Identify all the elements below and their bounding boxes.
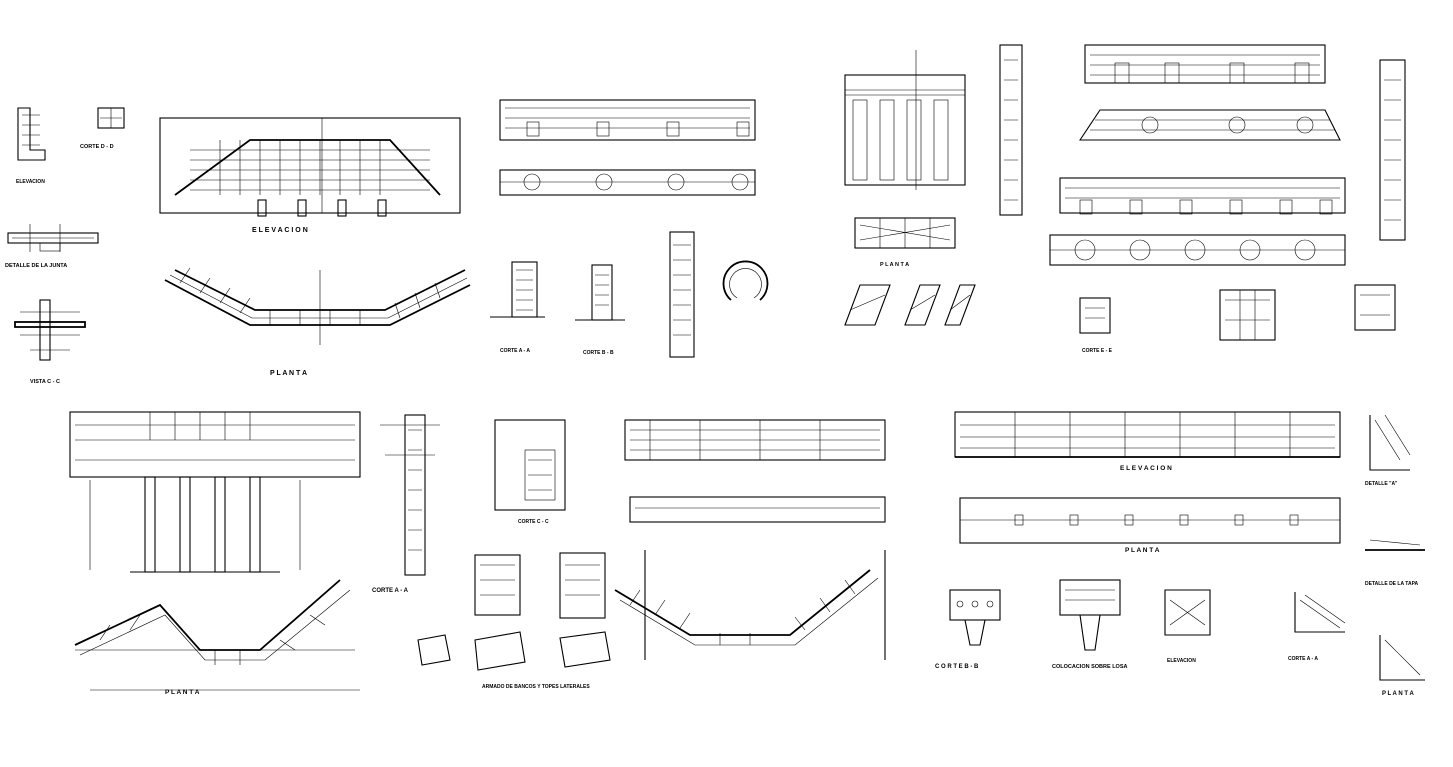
detalle-a-and-tapa: DETALLE "A" DETALLE DE LA TAPA (1365, 414, 1425, 587)
elevacion-right-title: E L E V A C I O N (1120, 465, 1172, 472)
planta-right-title: P L A N T A (1125, 547, 1160, 554)
armado-bancos-title: ARMADO DE BANCOS Y TOPES LATERALES (482, 684, 590, 690)
planta-far-right-title: P L A N T A (1382, 691, 1414, 697)
planta-top-drawing: P L A N T A (164, 267, 471, 377)
colocacion-losa-title: COLOCACION SOBRE LOSA (1052, 664, 1128, 670)
corte-d-d-title: CORTE D - D (80, 144, 114, 150)
small-cortes-right-top: CORTE E - E (1079, 284, 1396, 354)
detalle-junta-title: DETALLE DE LA JUNTA (5, 263, 67, 269)
corte-e-e-title: CORTE E - E (1082, 348, 1113, 354)
corte-b-b-right-title: C O R T E B - B (935, 664, 979, 670)
corte-d-d-detail: CORTE D - D ELEVACION (16, 107, 125, 185)
v-planta-bottom-center (614, 550, 886, 660)
beam-elevation-top-center (499, 99, 756, 196)
planta-bottom-left-title: P L A N T A (165, 689, 200, 696)
pier-elevation-bottom-left: CORTE A - A (69, 411, 440, 594)
detalle-tapa-title: DETALLE DE LA TAPA (1365, 581, 1419, 587)
detalle-a-title: DETALLE "A" (1365, 481, 1398, 487)
corte-c-c-group: CORTE C - C (494, 419, 886, 525)
pier-elevation-group: P L A N T A (844, 44, 1023, 326)
cortes-a-b-top: CORTE A - A CORTE B - B (490, 231, 769, 358)
detalle-junta: DETALLE DE LA JUNTA (5, 224, 99, 269)
vista-c-c-title: VISTA C - C (30, 379, 60, 385)
elevacion-right-drawing: E L E V A C I O N P L A N T A (954, 411, 1341, 554)
corte-a-a-left-title: CORTE A - A (372, 588, 409, 594)
elevacion-top-title: E L E V A C I O N (252, 227, 308, 234)
planta-bottom-left-drawing: P L A N T A (74, 579, 360, 696)
planta-top-title: P L A N T A (270, 370, 307, 377)
corte-b-b-top-title: CORTE B - B (583, 350, 614, 356)
corte-c-c-title: CORTE C - C (518, 519, 549, 525)
corte-a-a-right-title: CORTE A - A (1288, 656, 1318, 662)
vista-c-c: VISTA C - C (14, 299, 86, 385)
elevacion-top-drawing: E L E V A C I O N (159, 117, 461, 234)
planta-mid-title: P L A N T A (880, 262, 909, 268)
right-beams-top (1049, 44, 1406, 266)
bottom-right-details: C O R T E B - B COLOCACION SOBRE LOSA EL… (935, 579, 1425, 697)
elevacion-small-title: ELEVACION (16, 179, 45, 185)
corte-a-a-top-title: CORTE A - A (500, 348, 530, 354)
elevacion-small-right-title: ELEVACION (1167, 658, 1196, 664)
armado-bancos-group: ARMADO DE BANCOS Y TOPES LATERALES (417, 552, 611, 690)
